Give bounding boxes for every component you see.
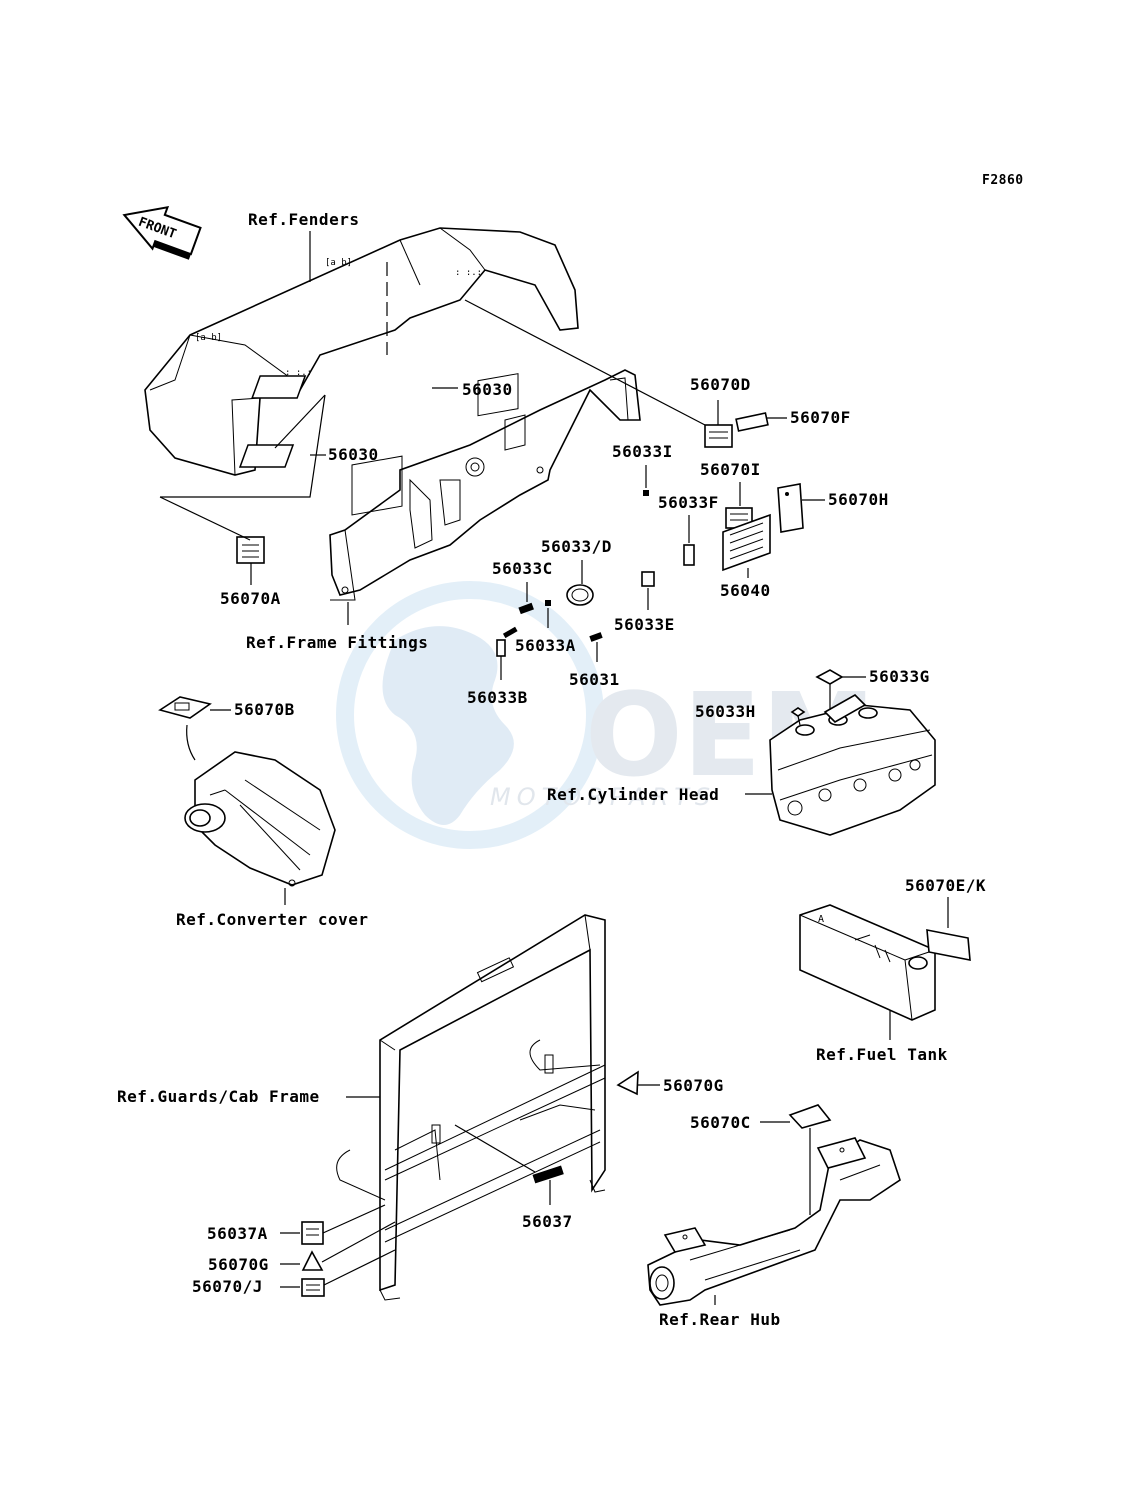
label-56070G-lower: 56070G [208, 1255, 269, 1274]
label-56070G-upper: 56070G [663, 1076, 724, 1095]
ref-frame-fittings-label: Ref.Frame Fittings [246, 633, 428, 652]
rear-hub-illustration [647, 1137, 901, 1306]
cab-frame-illustration [336, 914, 606, 1301]
label-56033A: 56033A [515, 636, 576, 655]
label-56033D: 56033/D [541, 537, 612, 556]
label-56033B: 56033B [467, 688, 528, 707]
label-56033G: 56033G [869, 667, 930, 686]
svg-text:: :.:: : :.: [455, 268, 482, 278]
ref-fenders-label: Ref.Fenders [248, 210, 359, 229]
ref-converter-cover-label: Ref.Converter cover [176, 910, 369, 929]
label-56070EK: 56070E/K [905, 876, 986, 895]
label-56070J: 56070/J [192, 1277, 263, 1296]
svg-text:[a b]: [a b] [195, 333, 222, 343]
svg-text:A: A [818, 914, 824, 925]
figure-id: F2860 [982, 173, 1024, 188]
label-56070B: 56070B [234, 700, 295, 719]
label-56033I: 56033I [612, 442, 673, 461]
ref-fuel-tank-label: Ref.Fuel Tank [816, 1045, 948, 1064]
label-56070A: 56070A [220, 589, 281, 608]
label-56070H: 56070H [828, 490, 889, 509]
svg-text:: :.:: : :.: [285, 368, 312, 378]
fuel-tank-illustration: A [799, 904, 936, 1021]
label-56070I: 56070I [700, 460, 761, 479]
converter-cover-illustration [184, 751, 336, 887]
watermark-sub: MOTORPARTS [490, 783, 716, 811]
label-56030-upper: 56030 [462, 380, 513, 399]
label-56033C: 56033C [492, 559, 553, 578]
label-56070D: 56070D [690, 375, 751, 394]
ref-guards-cab-frame-label: Ref.Guards/Cab Frame [117, 1087, 320, 1106]
front-arrow-icon: FRONT [122, 206, 202, 260]
svg-text:[a b]: [a b] [325, 258, 352, 268]
label-56040: 56040 [720, 581, 771, 600]
frame-fittings-illustration [329, 369, 641, 601]
ref-rear-hub-label: Ref.Rear Hub [659, 1310, 781, 1329]
label-56033E: 56033E [614, 615, 675, 634]
fender-illustration: [a b] : :.: [a b] : :.: [144, 227, 579, 476]
label-56037A: 56037A [207, 1224, 268, 1243]
label-56031: 56031 [569, 670, 620, 689]
ref-cylinder-head-label: Ref.Cylinder Head [547, 785, 719, 804]
label-56033H: 56033H [695, 702, 756, 721]
cylinder-head-illustration [769, 694, 936, 836]
label-56037: 56037 [522, 1212, 573, 1231]
label-56033F: 56033F [658, 493, 719, 512]
label-56030-lower: 56030 [328, 445, 379, 464]
label-56070C: 56070C [690, 1113, 751, 1132]
label-56070F: 56070F [790, 408, 851, 427]
